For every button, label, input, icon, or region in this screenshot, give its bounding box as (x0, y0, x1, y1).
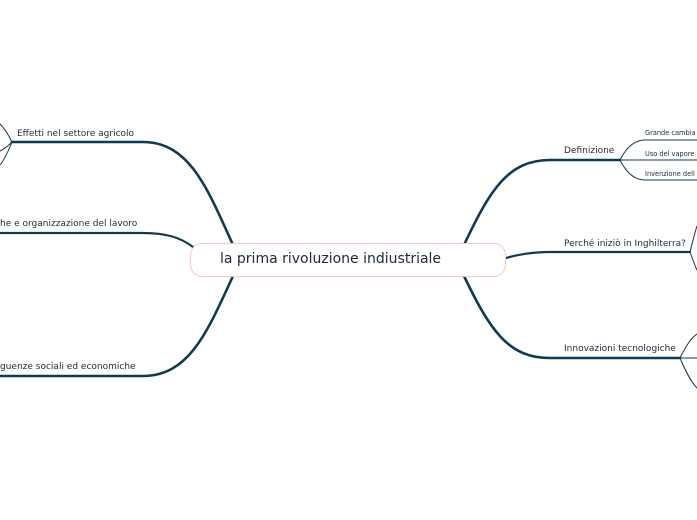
subtopic-uso-vapore[interactable]: Uso del vapore (645, 150, 695, 158)
connector-lavoro (0, 231, 195, 249)
topic-perche-inghilterra[interactable]: Perché iniziò in Inghilterra? (564, 239, 686, 249)
connector-agricolo-leaf-3 (0, 141, 13, 166)
central-topic[interactable]: la prima rivoluzione indiustriale (190, 243, 506, 277)
connector-innovazioni (462, 274, 682, 360)
connector-def-grande (619, 139, 697, 161)
connector-ingh-leaf-1 (689, 225, 697, 253)
central-topic-label: la prima rivoluzione indiustriale (220, 251, 442, 267)
subtopic-grande-cambia[interactable]: Grande cambia (645, 129, 696, 137)
topic-innovazioni[interactable]: Innovazioni tecnologiche (564, 344, 676, 354)
topic-effetti-agricolo[interactable]: Effetti nel settore agricolo (17, 129, 135, 139)
topic-conseguenze[interactable]: guenze sociali ed economiche (0, 362, 136, 372)
connector-agricolo (10, 140, 235, 247)
topic-definizione[interactable]: Definizione (564, 146, 615, 156)
topic-organizzazione-lavoro[interactable]: he e organizzazione del lavoro (0, 219, 138, 229)
connector-agricolo-leaf-1 (0, 123, 13, 143)
connector-conseguenze (0, 274, 235, 378)
connector-def-invenzione (619, 159, 697, 181)
connector-innov-leaf-1 (679, 333, 697, 359)
connector-agricolo-leaf-2 (0, 141, 13, 152)
connector-ingh-leaf-2 (689, 251, 697, 271)
subtopic-invenzione[interactable]: Invenzione dell (645, 170, 695, 178)
connector-inghilterra (504, 250, 692, 260)
connector-innov-leaf-3 (679, 357, 697, 389)
connector-definizione (462, 158, 622, 247)
